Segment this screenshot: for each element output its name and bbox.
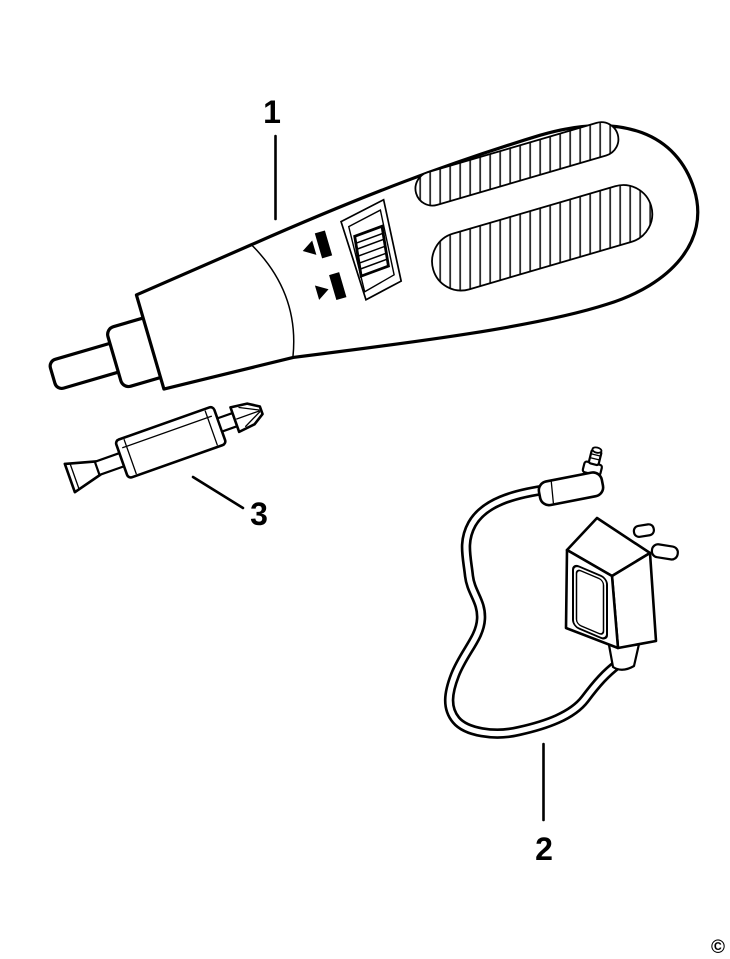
body-seam-line (251, 244, 295, 358)
bit-illustration (63, 402, 264, 494)
grip-pad-upper (414, 121, 620, 207)
mains-prong-lower (650, 543, 679, 561)
mains-prong-upper (632, 523, 656, 538)
copyright-mark: © (711, 937, 725, 958)
charger-illustration (443, 446, 679, 739)
charger-cable (443, 483, 622, 739)
grip-pads (414, 121, 654, 292)
reverse-direction-icon (302, 230, 333, 259)
leader-line-3 (191, 475, 245, 510)
bit-chamfer-left (123, 439, 137, 475)
grip-pad-lower (431, 184, 654, 292)
dc-plug-body (537, 471, 605, 507)
callouts: 1 2 3 (191, 94, 553, 867)
callout-label-3: 3 (250, 496, 268, 532)
forward-direction-icon (314, 272, 347, 301)
dc-plug (537, 446, 605, 507)
bit-phillips-grooves (236, 406, 261, 428)
bit-phillips-tip (229, 402, 264, 434)
direction-switch (340, 198, 403, 301)
bit-facet-line (122, 415, 212, 449)
mains-prongs (632, 523, 679, 561)
charger-adapter-box (564, 516, 658, 650)
screwdriver-illustration (48, 121, 700, 391)
charger-strain-relief (607, 642, 641, 671)
adapter-front-label (572, 564, 608, 640)
slider-ribs (354, 232, 389, 270)
callout-label-2: 2 (535, 831, 553, 867)
bit-chamfer-right (204, 410, 218, 446)
callout-label-1: 1 (263, 94, 281, 130)
bit-flat-tip-face (69, 463, 80, 490)
